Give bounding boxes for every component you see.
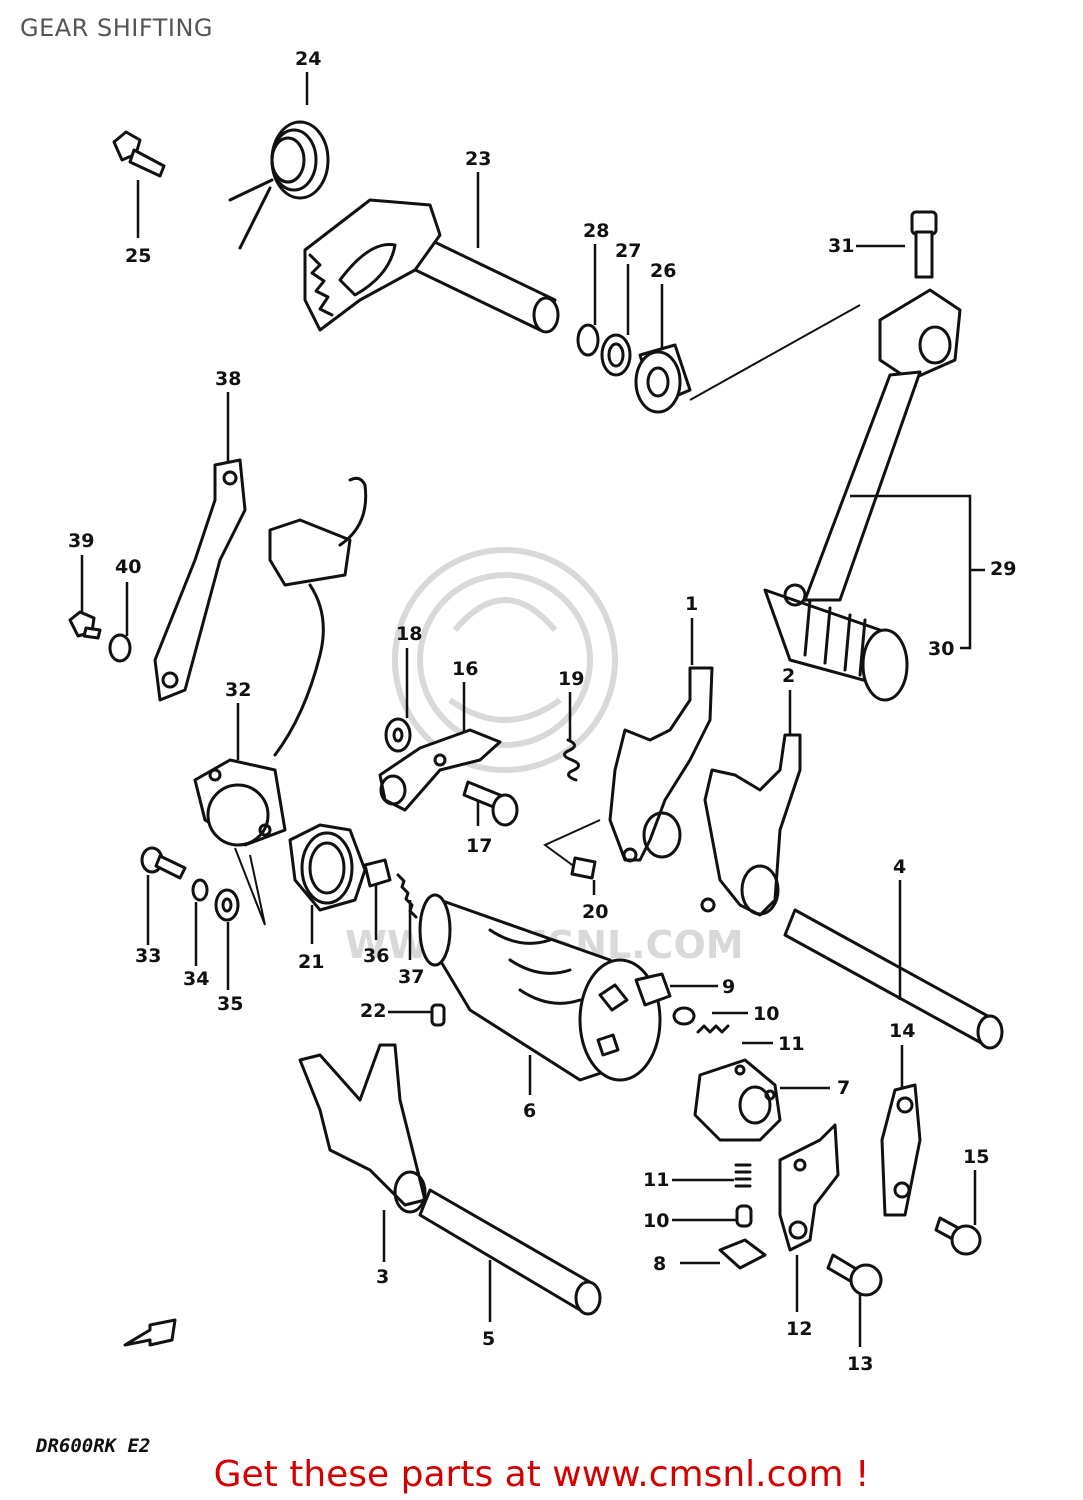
part-37-spring <box>396 873 418 919</box>
part-11-spring-lower <box>734 1163 752 1188</box>
label-22: 22 <box>360 1000 386 1022</box>
part-21-cam-plate <box>288 823 367 912</box>
part-13-screw <box>826 1253 883 1297</box>
part-7-cam-driven-gear <box>693 1058 782 1142</box>
label-37: 37 <box>398 966 424 988</box>
model-code: DR600RK E2 <box>36 1435 151 1457</box>
part-25-bolt <box>112 130 166 178</box>
front-arrow-icon <box>123 1318 177 1347</box>
label-8: 8 <box>653 1253 666 1275</box>
part-19-spring <box>563 738 580 782</box>
part-38-stopper-plate <box>153 458 247 702</box>
label-16: 16 <box>452 658 478 680</box>
part-27-washer <box>600 333 632 377</box>
part-16-stopper <box>378 728 502 812</box>
label-11-lower: 11 <box>643 1169 669 1191</box>
label-30: 30 <box>928 638 954 660</box>
label-24: 24 <box>295 48 321 70</box>
leader-32-34 <box>234 847 266 926</box>
label-21: 21 <box>298 951 324 973</box>
label-18: 18 <box>396 623 422 645</box>
footer-link[interactable]: Get these parts at www.cmsnl.com ! <box>0 1454 1083 1495</box>
part-23-gearshift-shaft <box>303 198 560 334</box>
part-17-bolt <box>462 780 519 827</box>
label-36: 36 <box>363 945 389 967</box>
part-26-oil-seal <box>634 343 692 414</box>
part-2-shift-fork <box>700 733 802 917</box>
label-27: 27 <box>615 240 641 262</box>
leader-lines <box>80 72 985 1347</box>
part-22-pin <box>430 1003 446 1027</box>
part-31-bolt <box>910 210 938 279</box>
part-20-pin <box>570 856 597 880</box>
part-3-shift-fork <box>298 1043 427 1214</box>
label-5: 5 <box>482 1328 495 1350</box>
part-10-pin-upper <box>672 1006 696 1026</box>
part-15-screw <box>934 1216 982 1256</box>
part-32-switch <box>193 758 287 847</box>
label-12: 12 <box>786 1318 812 1340</box>
label-39: 39 <box>68 530 94 552</box>
part-29-gearshift-lever <box>803 288 962 602</box>
label-9: 9 <box>722 976 735 998</box>
part-35-washer <box>214 888 240 922</box>
label-31: 31 <box>828 235 854 257</box>
label-19: 19 <box>558 668 584 690</box>
label-33: 33 <box>135 945 161 967</box>
label-28: 28 <box>583 220 609 242</box>
part-4-fork-shaft <box>783 908 1004 1050</box>
label-6: 6 <box>523 1100 536 1122</box>
part-34-washer <box>191 878 209 902</box>
part-36-pin <box>363 858 392 888</box>
footer-link-text[interactable]: Get these parts at www.cmsnl.com ! <box>213 1454 870 1495</box>
part-8-pawl <box>718 1238 767 1270</box>
label-14: 14 <box>889 1020 915 1042</box>
label-26: 26 <box>650 260 676 282</box>
page-title: GEAR SHIFTING <box>20 14 214 42</box>
label-29: 29 <box>990 558 1016 580</box>
part-24-spring <box>228 120 330 250</box>
part-39-screw <box>68 610 102 640</box>
part-1-shift-fork <box>608 666 714 863</box>
part-18-washer <box>384 717 412 753</box>
label-23: 23 <box>465 148 491 170</box>
label-20: 20 <box>582 901 608 923</box>
part-30-shift-rubber <box>763 583 909 702</box>
label-25: 25 <box>125 245 151 267</box>
label-4: 4 <box>893 856 906 878</box>
label-2: 2 <box>782 665 795 687</box>
label-34: 34 <box>183 968 209 990</box>
part-9-pin <box>634 972 672 1007</box>
part-5-fork-shaft <box>418 1188 602 1316</box>
label-38: 38 <box>215 368 241 390</box>
label-10-upper: 10 <box>753 1003 779 1025</box>
label-7: 7 <box>837 1077 850 1099</box>
part-14-pawl-lifter <box>880 1083 922 1217</box>
label-17: 17 <box>466 835 492 857</box>
part-12-guide <box>778 1123 840 1252</box>
neutral-switch-wire <box>268 476 368 757</box>
label-10-lower: 10 <box>643 1210 669 1232</box>
part-28-circlip <box>576 323 600 357</box>
label-3: 3 <box>376 1266 389 1288</box>
label-32: 32 <box>225 679 251 701</box>
part-10-pin-lower <box>735 1204 753 1228</box>
label-40: 40 <box>115 556 141 578</box>
part-33-bolt <box>140 846 187 880</box>
label-15: 15 <box>963 1146 989 1168</box>
part-40-washer <box>108 633 132 663</box>
leader-26-29 <box>689 304 861 401</box>
label-11-upper: 11 <box>778 1033 804 1055</box>
label-13: 13 <box>847 1353 873 1375</box>
part-11-spring-upper <box>696 1024 730 1034</box>
label-1: 1 <box>685 593 698 615</box>
label-35: 35 <box>217 993 243 1015</box>
